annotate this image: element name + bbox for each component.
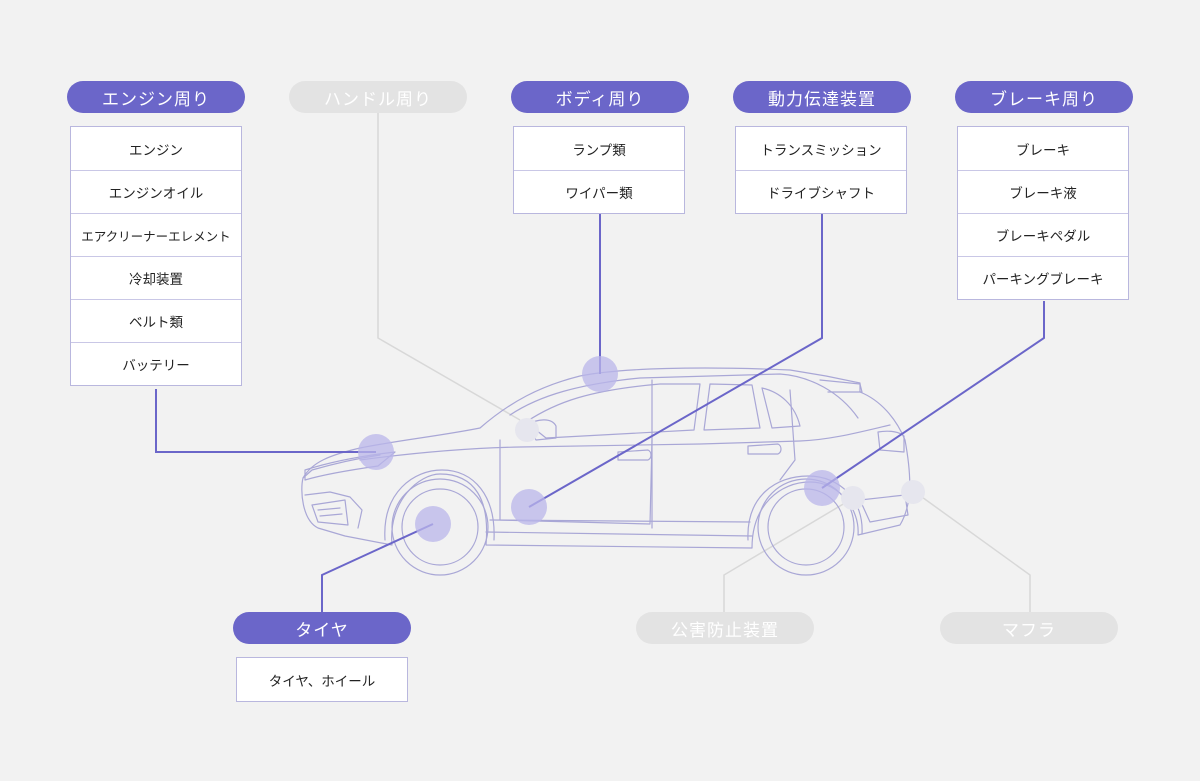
list-item[interactable]: ランプ類	[572, 142, 626, 159]
category-drivetrain-button[interactable]: 動力伝達装置	[733, 81, 911, 113]
list-item[interactable]: ブレーキ	[1016, 142, 1070, 159]
hotspot-steering	[515, 418, 539, 442]
list-item[interactable]: エンジンオイル	[71, 170, 241, 213]
hotspot-emission	[841, 486, 865, 510]
list-item[interactable]: エンジン	[129, 142, 183, 159]
list-item[interactable]: ベルト類	[71, 299, 241, 342]
connector-emission	[723, 499, 851, 612]
connector-engine	[155, 389, 376, 453]
connector-brake	[821, 301, 1045, 489]
list-item[interactable]: 冷却装置	[71, 256, 241, 299]
list-item[interactable]: エアクリーナーエレメント	[71, 213, 241, 256]
connector-muffler	[914, 491, 1031, 612]
category-steering-button[interactable]: ハンドル周り	[289, 81, 467, 113]
engine-items-list: エンジン エンジンオイル エアクリーナーエレメント 冷却装置 ベルト類 バッテリ…	[70, 126, 242, 386]
list-item[interactable]: トランスミッション	[760, 142, 882, 159]
list-item[interactable]: ブレーキペダル	[958, 213, 1128, 256]
hotspot-drivetrain	[511, 489, 547, 525]
category-tire-button[interactable]: タイヤ	[233, 612, 411, 644]
list-item[interactable]: ワイパー類	[514, 170, 684, 213]
brake-items-list: ブレーキ ブレーキ液 ブレーキペダル パーキングブレーキ	[957, 126, 1129, 300]
hotspot-body	[582, 356, 618, 392]
hotspot-engine	[358, 434, 394, 470]
connector-drivetrain	[528, 213, 823, 508]
connector-steering	[377, 113, 521, 421]
hotspot-tire	[415, 506, 451, 542]
list-item[interactable]: タイヤ、ホイール	[268, 673, 376, 690]
connector-tire	[321, 523, 434, 612]
category-emission-button[interactable]: 公害防止装置	[636, 612, 814, 644]
list-item[interactable]: ドライブシャフト	[736, 170, 906, 213]
list-item[interactable]: ブレーキ液	[958, 170, 1128, 213]
hotspot-muffler	[901, 480, 925, 504]
category-brake-button[interactable]: ブレーキ周り	[955, 81, 1133, 113]
list-item[interactable]: バッテリー	[71, 342, 241, 385]
category-body-button[interactable]: ボディ周り	[511, 81, 689, 113]
hotspot-brake	[804, 470, 840, 506]
category-engine-button[interactable]: エンジン周り	[67, 81, 245, 113]
list-item[interactable]: パーキングブレーキ	[958, 256, 1128, 299]
body-items-list: ランプ類 ワイパー類	[513, 126, 685, 214]
drivetrain-items-list: トランスミッション ドライブシャフト	[735, 126, 907, 214]
category-muffler-button[interactable]: マフラ	[940, 612, 1118, 644]
tire-items-list: タイヤ、ホイール	[236, 657, 408, 702]
